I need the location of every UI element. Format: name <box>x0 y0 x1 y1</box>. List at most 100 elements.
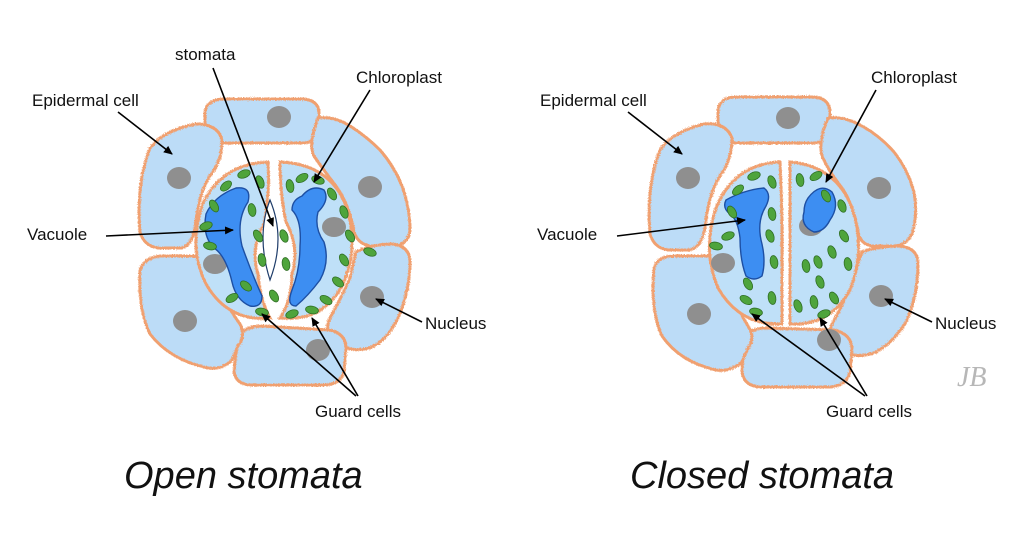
arrow-epidermal <box>117 111 173 155</box>
caption-closed-stomata: Closed stomata <box>630 455 894 497</box>
chloroplast <box>793 299 803 313</box>
arrow-guard-left <box>751 313 866 397</box>
label-stomata: stomata <box>175 45 236 64</box>
label-vacuole: Vacuole <box>537 225 597 244</box>
chloroplast <box>305 305 319 315</box>
chloroplast <box>203 241 217 251</box>
nucleus <box>306 339 330 361</box>
chloroplast <box>767 175 777 189</box>
open-labels: stomata Chloroplast Epidermal cell Vacuo… <box>27 45 486 421</box>
open-nuclei <box>167 106 384 361</box>
chloroplast <box>285 179 295 193</box>
arrow-chloroplast <box>313 89 371 183</box>
chloroplast <box>252 229 264 243</box>
chloroplast <box>363 247 377 257</box>
vacuole-right <box>289 187 327 307</box>
chloroplast <box>843 257 853 271</box>
closed-labels: Chloroplast Epidermal cell Vacuole Nucle… <box>537 68 996 421</box>
signature-watermark: JB <box>957 362 987 393</box>
arrow-nucleus <box>375 298 423 323</box>
nucleus <box>358 176 382 198</box>
nucleus <box>322 217 346 237</box>
nucleus <box>711 253 735 273</box>
chloroplast <box>326 187 338 201</box>
closed-nuclei <box>676 107 893 351</box>
epidermal-cell <box>819 116 918 248</box>
chloroplast <box>769 255 779 269</box>
vacuole-left <box>204 187 263 307</box>
label-epidermal-cell: Epidermal cell <box>32 91 139 110</box>
chloroplast <box>344 229 356 243</box>
chloroplast <box>220 180 232 192</box>
arrow-vacuole <box>105 226 234 237</box>
chloroplast <box>319 294 333 306</box>
chloroplast <box>208 199 220 213</box>
label-vacuole: Vacuole <box>27 225 87 244</box>
label-guard-cells: Guard cells <box>315 402 401 421</box>
chloroplast <box>732 184 744 196</box>
closed-guard-cells <box>708 160 860 326</box>
nucleus <box>687 303 711 325</box>
closed-chloroplasts <box>709 170 853 319</box>
chloroplast <box>285 309 299 319</box>
chloroplast <box>838 229 850 243</box>
nucleus <box>676 167 700 189</box>
arrow-vacuole <box>616 217 746 237</box>
epidermal-cell <box>232 324 348 387</box>
nucleus <box>869 285 893 307</box>
chloroplast <box>247 203 257 217</box>
chloroplast <box>767 207 777 221</box>
chloroplast <box>747 171 761 181</box>
arrow-stomata <box>212 67 274 227</box>
chloroplast <box>795 173 805 187</box>
label-chloroplast: Chloroplast <box>871 68 957 87</box>
chloroplast <box>742 277 754 291</box>
chloroplast <box>338 253 350 267</box>
chloroplast <box>199 221 213 231</box>
chloroplast <box>225 292 239 304</box>
chloroplast <box>828 291 840 305</box>
label-nucleus: Nucleus <box>935 314 996 333</box>
arrow-guard-right <box>311 317 359 397</box>
nucleus <box>817 329 841 351</box>
chloroplast <box>813 255 823 269</box>
chloroplast <box>332 276 344 288</box>
chloroplast <box>726 205 738 219</box>
closed-arrows <box>616 89 933 397</box>
arrow-guard-right <box>819 317 868 397</box>
chloroplast <box>709 241 723 251</box>
arrow-chloroplast <box>825 89 877 183</box>
chloroplast <box>837 199 847 213</box>
chloroplast <box>240 280 252 292</box>
nucleus <box>173 310 197 332</box>
epidermal-cell <box>716 95 832 145</box>
chloroplast <box>279 229 289 243</box>
nucleus <box>867 177 891 199</box>
chloroplast <box>801 259 811 273</box>
caption-open-stomata: Open stomata <box>124 455 363 497</box>
chloroplast <box>739 294 753 306</box>
closed-stomata-diagram: Chloroplast Epidermal cell Vacuole Nucle… <box>537 68 996 497</box>
chloroplast <box>767 291 777 305</box>
arrow-guard-left <box>261 313 357 397</box>
label-nucleus: Nucleus <box>425 314 486 333</box>
chloroplast <box>295 172 309 184</box>
chloroplast <box>820 189 832 203</box>
open-stomata-diagram: stomata Chloroplast Epidermal cell Vacuo… <box>27 45 486 497</box>
chloroplast <box>721 231 735 241</box>
arrow-nucleus <box>884 298 933 323</box>
closed-epidermal-ring <box>647 95 920 389</box>
nucleus <box>360 286 384 308</box>
chloroplast <box>339 205 349 219</box>
open-arrows <box>105 67 423 397</box>
nucleus <box>776 107 800 129</box>
chloroplast <box>827 245 837 259</box>
chloroplast <box>281 257 291 271</box>
label-epidermal-cell: Epidermal cell <box>540 91 647 110</box>
chloroplast <box>809 295 819 309</box>
arrow-epidermal <box>627 111 683 155</box>
chloroplast <box>815 275 825 289</box>
chloroplast <box>268 289 280 303</box>
chloroplast <box>237 169 251 179</box>
